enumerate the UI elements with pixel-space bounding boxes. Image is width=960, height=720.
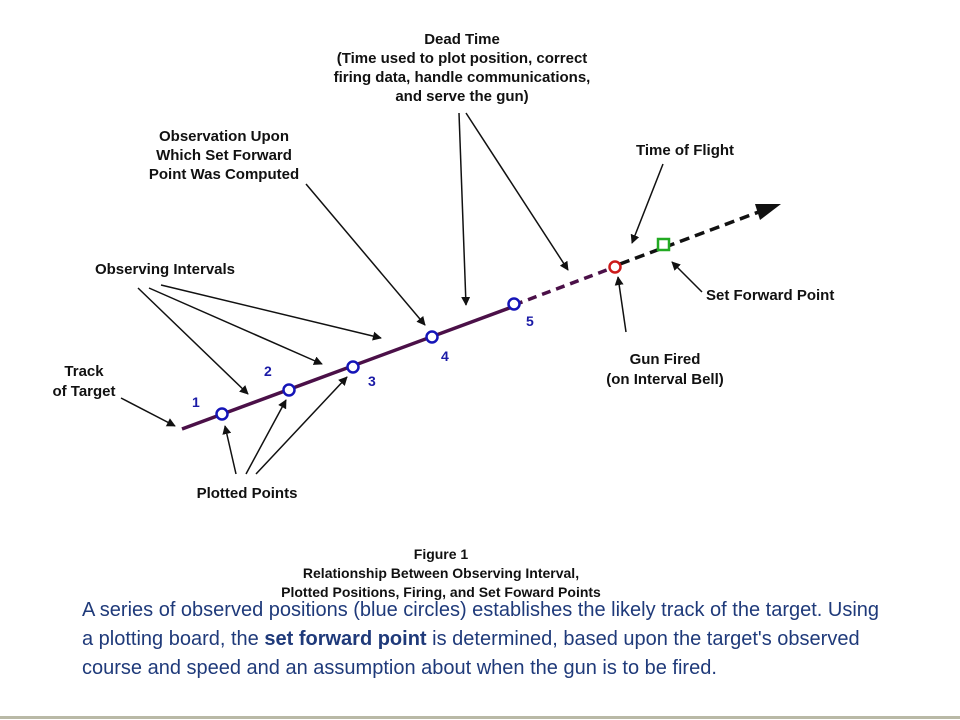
dead-time-track-segment	[513, 266, 613, 307]
point-number-5: 5	[526, 313, 534, 329]
svg-text:Dead Time: Dead Time	[424, 31, 500, 48]
plotted-points-arrow-1	[222, 425, 237, 475]
observed-point-2	[282, 383, 296, 397]
plotted-points-arrow-2	[245, 399, 287, 475]
point-number-2: 2	[264, 363, 272, 379]
projected-track-segment	[619, 208, 765, 266]
plotted-points-arrow-3	[255, 376, 348, 475]
time-of-flight-label: Time of Flight	[636, 142, 734, 159]
svg-text:Which Set Forward: Which Set Forward	[156, 147, 292, 164]
observation-arrow	[305, 183, 426, 326]
description-paragraph: A series of observed positions (blue cir…	[82, 596, 882, 683]
set-forward-point-arrow	[671, 261, 703, 293]
dead-time-arrow-1	[458, 112, 471, 306]
svg-text:(Time used to plot position, c: (Time used to plot position, correct	[337, 50, 588, 67]
svg-text:Observation Upon: Observation Upon	[159, 128, 289, 145]
svg-text:firing data, handle communicat: firing data, handle communications,	[334, 69, 591, 86]
point-number-3: 3	[368, 373, 376, 389]
observing-intervals-label: Observing Intervals	[95, 261, 235, 278]
svg-text:Figure 1: Figure 1	[414, 546, 469, 562]
track-of-target-label: Track of Target	[52, 363, 115, 400]
observed-point-5	[507, 297, 521, 311]
description-bold-term: set forward point	[264, 628, 427, 650]
observed-point-1	[215, 407, 229, 421]
set-forward-point-label: Set Forward Point	[706, 287, 834, 304]
svg-text:(on Interval Bell): (on Interval Bell)	[606, 371, 724, 388]
svg-text:of Target: of Target	[52, 383, 115, 400]
gun-fired-arrow	[614, 276, 627, 333]
observation-label: Observation Upon Which Set Forward Point…	[149, 128, 299, 183]
svg-text:Point Was Computed: Point Was Computed	[149, 166, 299, 183]
observed-point-4	[425, 330, 439, 344]
figure-caption: Figure 1 Relationship Between Observing …	[281, 546, 601, 600]
plotted-points-label: Plotted Points	[197, 485, 298, 502]
description-text-after: is determined, based upon the target's o…	[82, 628, 860, 679]
time-of-flight-arrow	[630, 163, 664, 244]
direction-arrowhead-icon	[755, 204, 781, 220]
svg-text:and serve the gun): and serve the gun)	[395, 88, 528, 105]
gun-fired-label: Gun Fired (on Interval Bell)	[606, 351, 724, 388]
track-of-target-arrow	[120, 397, 176, 427]
gun-fired-marker	[608, 260, 622, 274]
description-text-before: A series of observed positions (blue cir…	[82, 599, 880, 650]
svg-text:Track: Track	[64, 363, 104, 380]
observing-interval-arrow-1	[137, 287, 249, 395]
observed-point-3	[346, 360, 360, 374]
svg-text:Relationship Between Observing: Relationship Between Observing Interval,	[303, 565, 579, 581]
svg-text:Gun Fired: Gun Fired	[630, 351, 701, 368]
set-forward-point-marker	[656, 237, 671, 252]
dead-time-arrow-2	[465, 112, 569, 271]
svg-text:Plotted Positions, Firing, and: Plotted Positions, Firing, and Set Fowar…	[281, 584, 601, 600]
bottom-divider	[0, 716, 960, 719]
observing-interval-arrow-2	[148, 287, 323, 365]
dead-time-label: Dead Time (Time used to plot position, c…	[334, 31, 591, 105]
observing-interval-arrow-3	[160, 284, 382, 341]
point-number-1: 1	[192, 394, 200, 410]
point-number-4: 4	[441, 348, 449, 364]
